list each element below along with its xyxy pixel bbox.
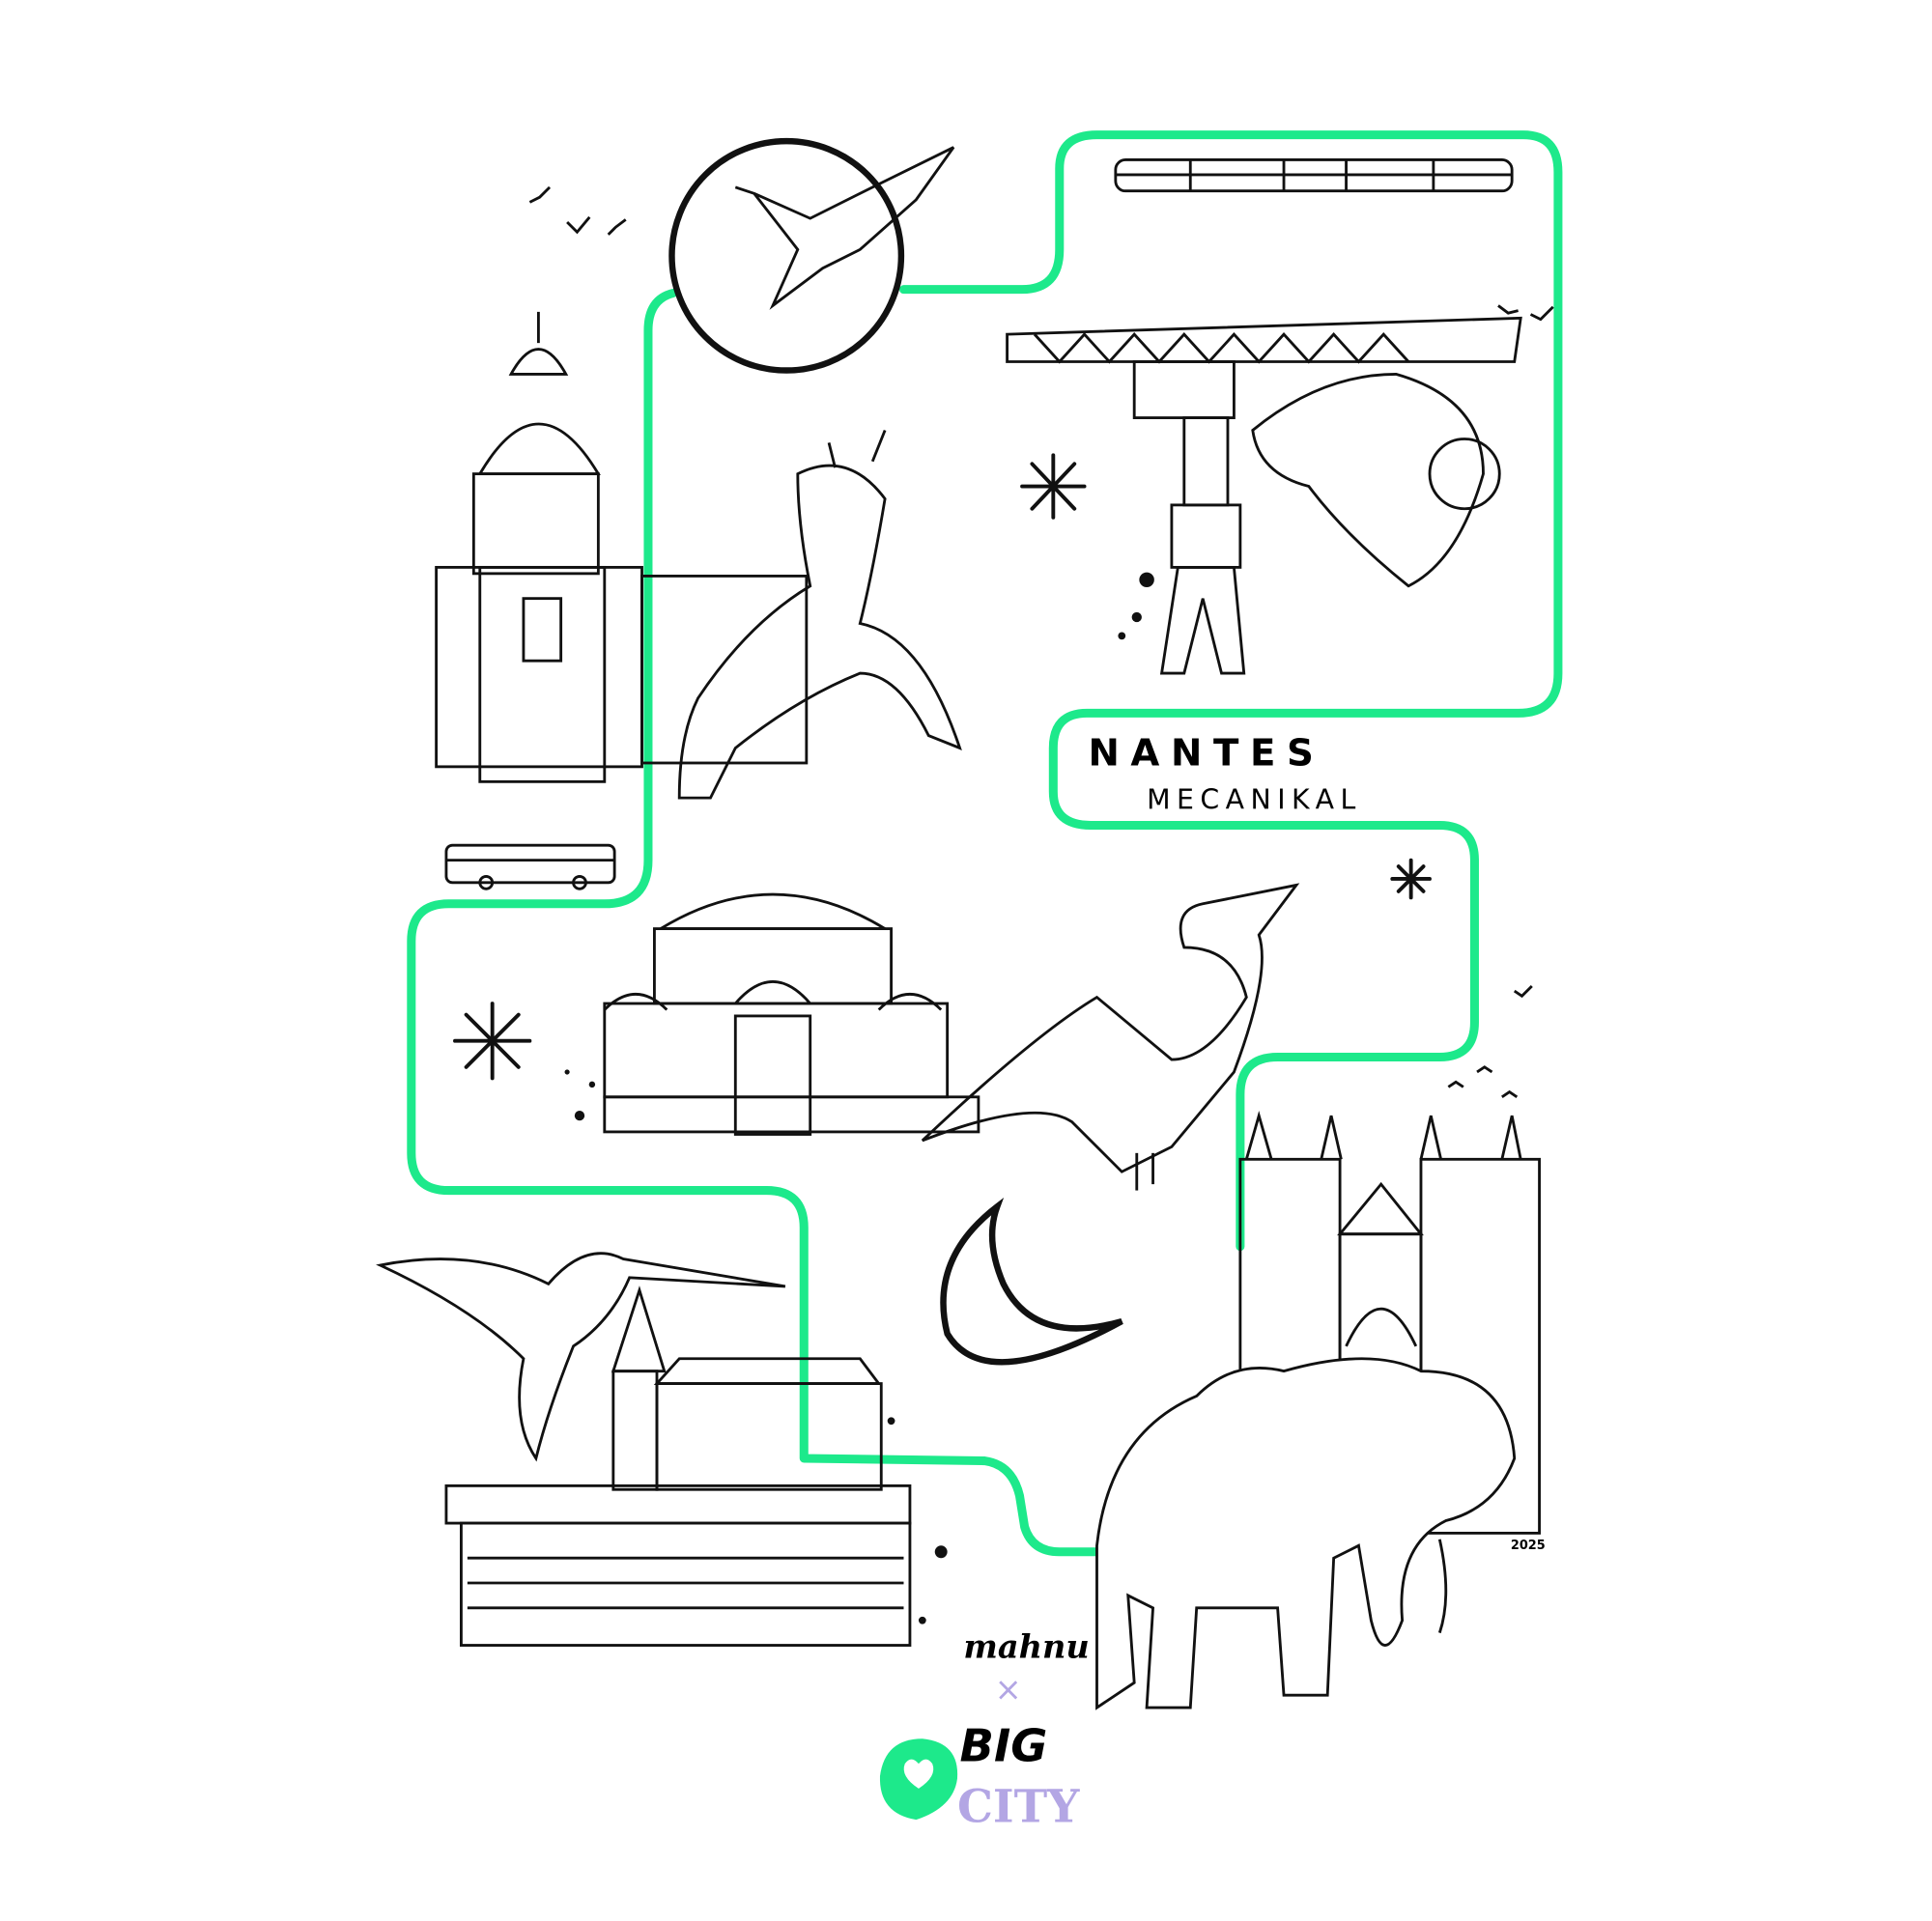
birds-icon (528, 185, 1554, 1098)
green-route-line (407, 289, 1114, 1557)
titan-crane-illustration (1006, 316, 1522, 675)
brand-city: CITY (957, 1780, 1080, 1833)
tram-illustration (1114, 158, 1514, 193)
star-sparkle-icon (453, 453, 1432, 1081)
dragon-machine-illustration (677, 429, 962, 800)
brand-big: BIG (960, 1720, 1048, 1772)
city-hall-dome-illustration (435, 311, 809, 783)
hummingbird-machine-illustration (376, 1252, 786, 1462)
heron-machine-illustration (921, 883, 1300, 1191)
heart-pin-icon (879, 1738, 958, 1821)
sun-circle (668, 137, 905, 374)
artist-signature: mahnu (963, 1627, 1089, 1665)
heron-flying-illustration (734, 146, 955, 310)
ink-splatter-dots (564, 572, 1154, 1624)
poster-subtitle: MECANIKAL (1147, 784, 1362, 816)
crescent-moon-icon (940, 1198, 1123, 1366)
bus-illustration (444, 843, 616, 890)
great-elephant-machine-illustration (1095, 1357, 1517, 1710)
green-route-line-upper (898, 130, 1563, 1252)
collab-x-mark: × (995, 1670, 1022, 1708)
jardin-des-plantes-greenhouse-illustration (603, 892, 980, 1136)
chateau-des-ducs-illustration (444, 1285, 912, 1647)
poster-title: NANTES (1088, 732, 1324, 776)
year-label: 2025 (1511, 1539, 1546, 1553)
